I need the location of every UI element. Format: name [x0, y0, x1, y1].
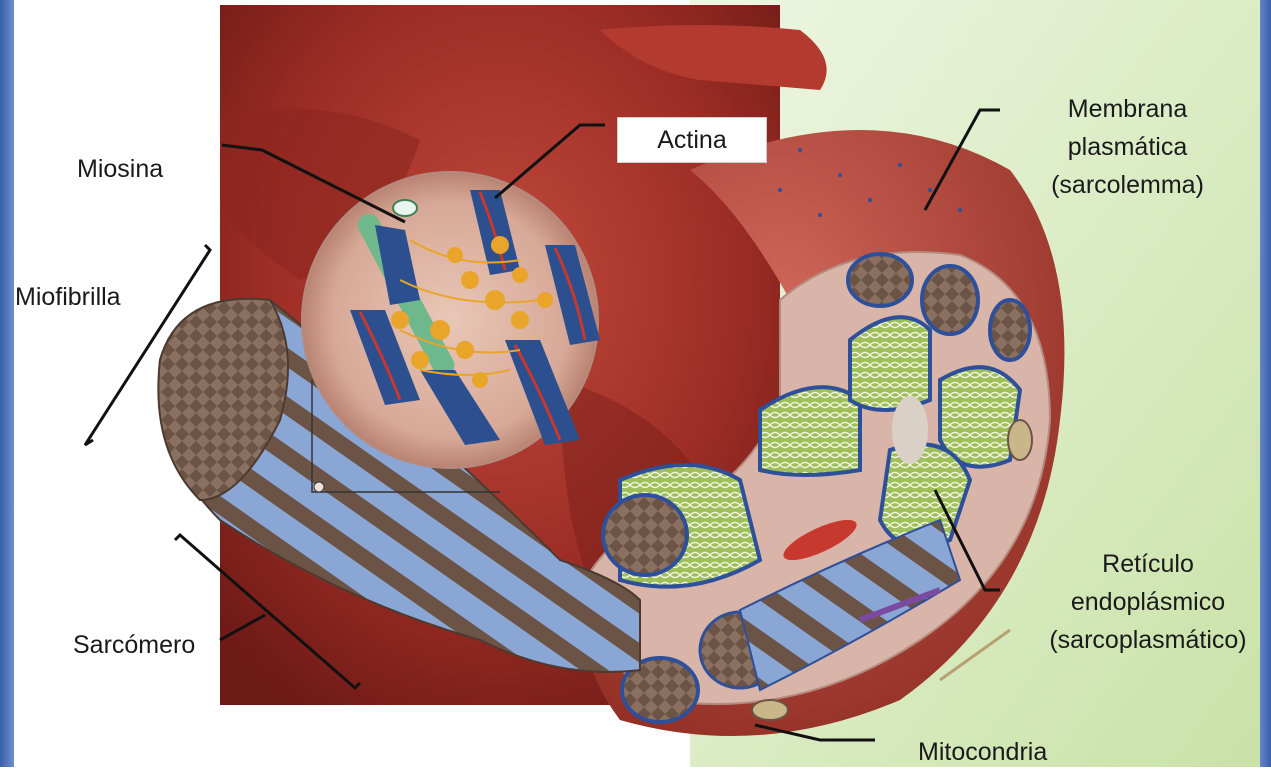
label-sarcomero: Sarcómero [73, 626, 195, 664]
label-reticulo-line1: Retículo [1032, 545, 1264, 583]
label-membrana-line1: Membrana [1035, 90, 1220, 128]
label-membrana-plasmatica: Membrana plasmática (sarcolemma) [1035, 90, 1220, 204]
label-membrana-line2: plasmática [1035, 128, 1220, 166]
label-reticulo-line2: endoplásmico [1032, 583, 1264, 621]
label-membrana-line3: (sarcolemma) [1035, 166, 1220, 204]
label-miofibrilla: Miofibrilla [15, 278, 121, 316]
label-actina: Actina [617, 117, 767, 163]
label-reticulo-endoplasmico: Retículo endoplásmico (sarcoplasmático) [1032, 545, 1264, 659]
label-mitocondria: Mitocondria [918, 733, 1047, 771]
label-reticulo-line3: (sarcoplasmático) [1032, 621, 1264, 659]
label-miosina: Miosina [77, 150, 163, 188]
